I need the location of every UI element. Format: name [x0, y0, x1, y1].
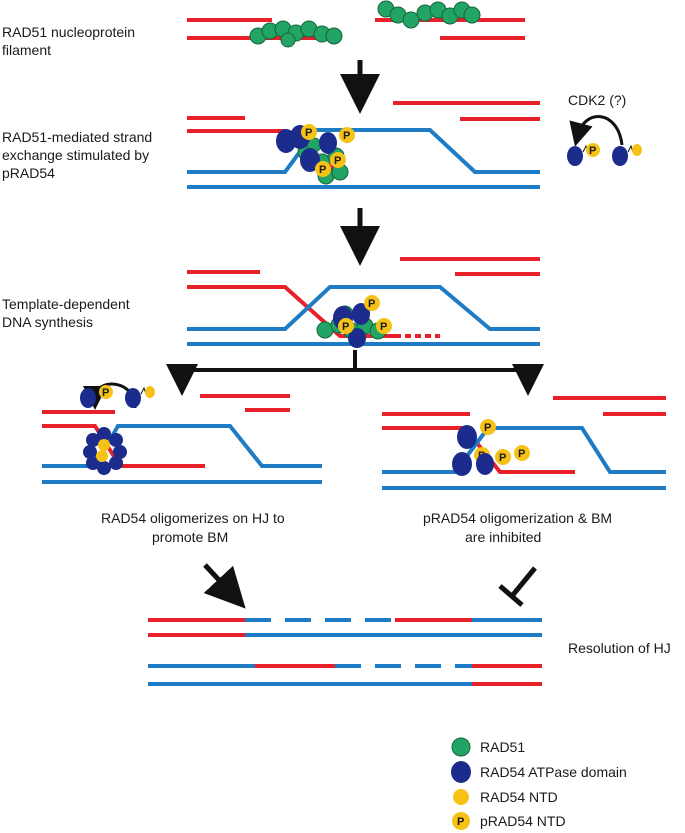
- step3-label: Template-dependent DNA synthesis: [2, 296, 130, 330]
- step3-dna: [187, 257, 540, 346]
- cdk2-label: CDK2 (?): [568, 92, 626, 108]
- step2-dna: [187, 101, 540, 189]
- step1-label-line2: filament: [2, 42, 51, 58]
- right-outcome-line2: are inhibited: [465, 529, 541, 545]
- prad54-ntd-swatch-icon: [452, 812, 470, 830]
- inhibition-symbol: [498, 566, 537, 607]
- svg-text:P: P: [368, 298, 375, 310]
- step2-label-line2: exchange stimulated by: [2, 147, 149, 163]
- legend-item-rad51: RAD51: [451, 737, 525, 757]
- left-outcome-label: RAD54 oligomerizes on HJ to promote BM: [101, 510, 285, 545]
- right-outcome-label: pRAD54 oligomerization & BM are inhibite…: [423, 510, 612, 545]
- left-branch-inset: P: [80, 382, 155, 410]
- svg-text:P: P: [457, 816, 464, 828]
- legend: RAD51 RAD54 ATPase domain RAD54 NTD P pR…: [451, 737, 627, 830]
- right-outcome-line1: pRAD54 oligomerization & BM: [423, 510, 612, 526]
- left-outcome-line1: RAD54 oligomerizes on HJ to: [101, 510, 285, 526]
- legend-label-rad54-atpase: RAD54 ATPase domain: [480, 764, 627, 780]
- legend-item-prad54-ntd: P pRAD54 NTD: [452, 812, 566, 830]
- step1-label-line1: RAD51 nucleoprotein: [2, 24, 135, 40]
- resolution-label: Resolution of HJ: [568, 640, 671, 656]
- step2-label: RAD51-mediated strand exchange stimulate…: [2, 129, 152, 181]
- resolution-dna: [148, 618, 542, 686]
- rad54-atpase-swatch-icon: [451, 761, 471, 783]
- step2-label-line3: pRAD54: [2, 165, 55, 181]
- svg-text:P: P: [380, 321, 387, 333]
- step1-label: RAD51 nucleoprotein filament: [2, 24, 135, 58]
- step2-proteins: P P P P: [276, 124, 355, 185]
- right-branch-dna: [382, 396, 666, 490]
- svg-text:P: P: [102, 387, 109, 399]
- rad51-filament-left: [249, 20, 343, 48]
- step3-label-line2: DNA synthesis: [2, 314, 93, 330]
- legend-item-rad54-ntd: RAD54 NTD: [453, 789, 558, 805]
- legend-label-prad54-ntd: pRAD54 NTD: [480, 813, 566, 829]
- left-outcome-line2: promote BM: [152, 529, 228, 545]
- svg-text:P: P: [484, 422, 491, 434]
- legend-label-rad54-ntd: RAD54 NTD: [480, 789, 558, 805]
- svg-text:P: P: [319, 164, 326, 176]
- rad54-ntd-swatch-icon: [453, 789, 469, 805]
- svg-text:P: P: [589, 145, 596, 157]
- svg-text:P: P: [343, 130, 350, 142]
- step3-label-line1: Template-dependent: [2, 296, 130, 312]
- rad54-oligomer: [83, 427, 127, 475]
- phospho-badges-step2: P P P P: [301, 124, 355, 177]
- svg-text:P: P: [518, 448, 525, 460]
- legend-item-rad54-atpase: RAD54 ATPase domain: [451, 761, 627, 783]
- svg-text:P: P: [499, 452, 506, 464]
- step3-proteins: P P P: [316, 295, 392, 348]
- step1-dna: [187, 0, 525, 48]
- svg-text:P: P: [342, 321, 349, 333]
- rad51-swatch-icon: [451, 737, 471, 757]
- svg-text:P: P: [334, 155, 341, 167]
- svg-text:P: P: [305, 127, 312, 139]
- left-branch-dna: [42, 394, 322, 484]
- rad51-filament-right: [377, 0, 481, 29]
- prad54-monomers: P P P P: [452, 419, 530, 476]
- legend-label-rad51: RAD51: [480, 739, 525, 755]
- arrow-promote-bm: [203, 563, 246, 609]
- cdk2-inset: CDK2 (?) P: [567, 92, 642, 166]
- step2-label-line1: RAD51-mediated strand: [2, 129, 152, 145]
- branch-bracket: [166, 350, 544, 396]
